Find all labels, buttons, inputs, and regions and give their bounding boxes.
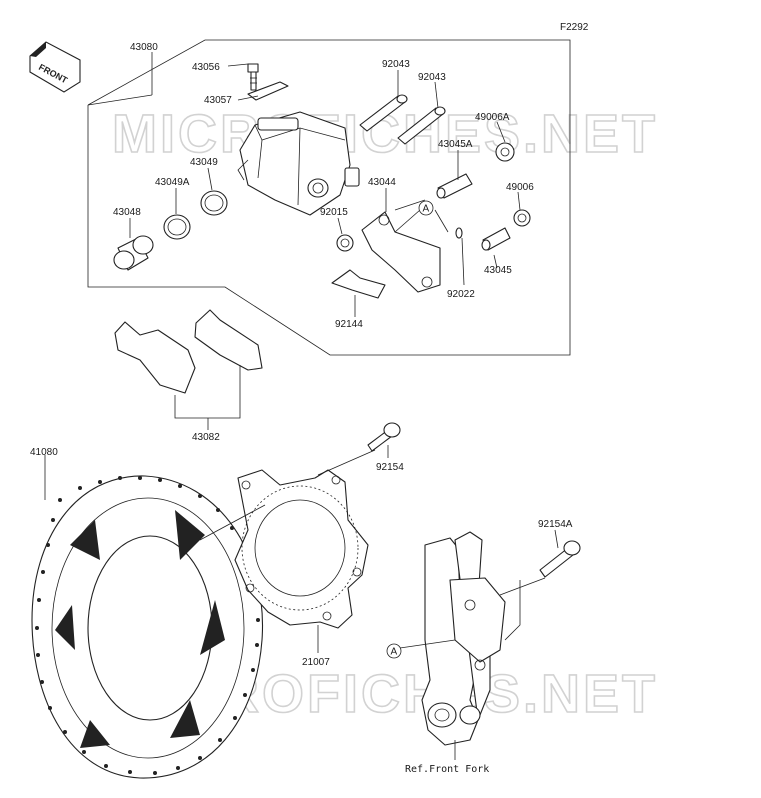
dust-seal-part [163, 214, 191, 240]
label-41080: 41080 [30, 447, 58, 458]
caliper-mount-bolt-part [539, 540, 581, 578]
label-43048: 43048 [113, 207, 141, 218]
label-92043-b: 92043 [418, 72, 446, 83]
label-43044: 43044 [368, 177, 396, 188]
disc-bolt-part [367, 422, 401, 452]
label-49006a: 49006A [475, 112, 510, 123]
caliper-pin-part [359, 94, 446, 145]
label-92022: 92022 [447, 289, 475, 300]
pad-spring-part [331, 269, 386, 299]
svg-text:A: A [423, 204, 430, 215]
dust-boot-b-part [513, 209, 531, 227]
bleed-cap-part [247, 81, 289, 101]
label-43045: 43045 [484, 265, 512, 276]
label-43082: 43082 [192, 432, 220, 443]
label-92154a: 92154A [538, 519, 573, 530]
label-43057: 43057 [204, 95, 232, 106]
slide-pin-a-part [436, 173, 473, 199]
label-92144: 92144 [335, 319, 363, 330]
caliper-body-part [237, 111, 360, 216]
piston-part [113, 235, 154, 271]
label-92015: 92015 [320, 207, 348, 218]
front-fork-part [421, 531, 506, 746]
label-92043-a: 92043 [382, 59, 410, 70]
label-43049: 43049 [190, 157, 218, 168]
label-43056: 43056 [192, 62, 220, 73]
svg-text:A: A [391, 647, 398, 658]
slide-pin-part [481, 227, 511, 251]
piston-seal-part [200, 190, 228, 216]
label-92154: 92154 [376, 462, 404, 473]
bleed-valve-part [247, 63, 259, 91]
label-ref-front-fork: Ref.Front Fork [405, 764, 489, 775]
ref-marker-a-bottom: A [386, 643, 402, 659]
abs-rotor-part [234, 469, 369, 629]
diagram-code: F2292 [560, 22, 589, 33]
leader-lines [44, 63, 559, 760]
front-arrow-icon: FRONT [29, 41, 81, 93]
dust-boot-part [495, 142, 515, 162]
label-21007: 21007 [302, 657, 330, 668]
label-43045a: 43045A [438, 139, 473, 150]
label-43049a: 43049A [155, 177, 190, 188]
brake-pad-part [114, 309, 263, 394]
ref-marker-a-top: A [418, 200, 434, 216]
clip-part [455, 227, 463, 239]
label-43080: 43080 [130, 42, 158, 53]
label-49006: 49006 [506, 182, 534, 193]
bushing-part [336, 234, 354, 252]
caliper-bracket-part [361, 211, 441, 293]
brake-disc-part [31, 475, 264, 779]
caliper-assembly-boundary [87, 39, 571, 356]
